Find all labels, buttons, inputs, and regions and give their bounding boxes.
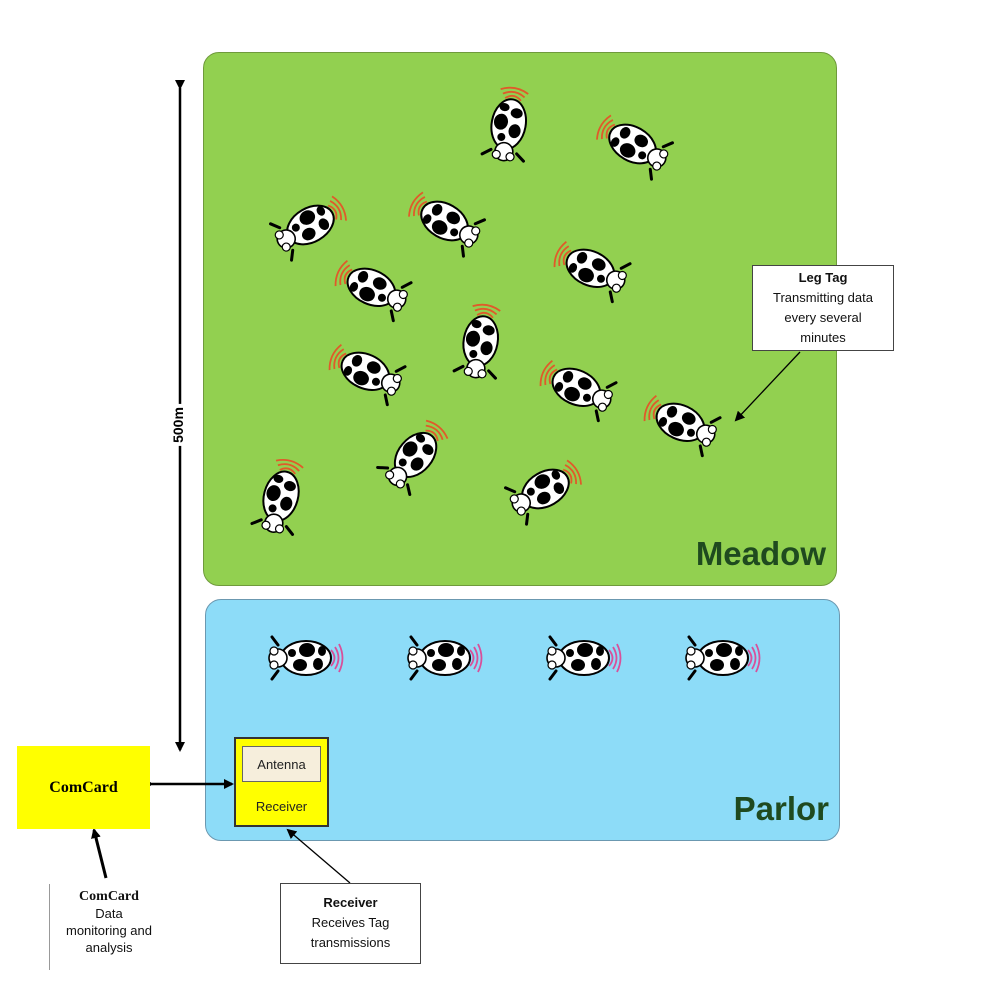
meadow-cow [408,188,489,260]
receiver-callout: Receiver Receives Tag transmissions [280,883,421,964]
receiver-label: Receiver [255,799,308,814]
meadow-cow [480,86,536,166]
meadow-cow [374,419,450,499]
leg-tag-signal-icon [327,195,347,221]
leg-tag-signal-icon [500,86,529,102]
meadow-cow [553,237,635,305]
receiver-box: Antenna Receiver [234,737,329,827]
receiver-pointer [286,828,351,884]
comcard-pointer [91,828,108,879]
comcard-caption-line-3: analysis [85,940,133,955]
meadow-cow [328,340,410,408]
leg-tag-line-3: minutes [800,330,846,345]
meadow-label: Meadow [695,535,826,572]
comcard-caption-title: ComCard [79,889,139,904]
leg-tag-signal-icon [334,259,353,287]
comcard-box: ComCard [17,746,150,829]
meadow-cow [596,111,677,183]
leg-tag-line-1: Transmitting data [773,290,873,305]
leg-tag-signal-icon [469,643,483,673]
parlor-region: Parlor [205,599,840,841]
receiver-callout-line-1: Receives Tag [311,915,390,930]
comcard-caption-line-2: monitoring and [66,923,152,938]
leg-tag-signal-icon [562,459,582,485]
parlor-cow [684,635,761,681]
meadow-cow [539,356,621,424]
leg-tag-signal-icon [747,643,761,673]
comcard-caption-line-1: Data [95,906,123,921]
leg-tag-signal-icon [408,191,428,217]
antenna-label: Antenna [257,756,306,772]
leg-tag-signal-icon [330,643,344,673]
meadow-cow [266,192,347,264]
leg-tag-signal-icon [328,343,347,371]
parlor-cow [406,635,483,681]
leg-tag-signal-icon [596,114,616,140]
receiver-callout-line-2: transmissions [310,935,391,950]
parlor-cow [267,635,344,681]
comcard-caption: ComCard Data monitoring and analysis [55,888,163,956]
antenna-box: Antenna [242,746,321,782]
meadow-cow [334,256,416,324]
parlor-label: Parlor [733,790,829,827]
leg-tag-pointer [734,351,801,422]
leg-tag-line-2: every several [784,310,862,325]
meadow-cow [452,303,508,383]
cows-layer [249,86,761,681]
leg-tag-signal-icon [539,359,558,387]
comcard-label: ComCard [49,778,118,796]
parlor-cow [545,635,622,681]
receiver-callout-title: Receiver [323,895,378,910]
meadow-cow [501,456,582,528]
leg-tag-title: Leg Tag [798,270,848,285]
leg-tag-signal-icon [472,303,501,319]
leg-tag-signal-icon [608,643,622,673]
caption-divider [49,884,50,970]
leg-tag-signal-icon [275,459,304,475]
meadow-cow [249,459,310,539]
leg-tag-signal-icon [643,394,662,422]
meadow-cow [643,391,725,459]
leg-tag-signal-icon [553,240,572,268]
leg-tag-callout: Leg Tag Transmitting data every several … [752,265,894,351]
distance-label-wrap: 500m [163,385,193,465]
leg-tag-signal-icon [425,419,449,442]
distance-label: 500m [170,404,186,446]
